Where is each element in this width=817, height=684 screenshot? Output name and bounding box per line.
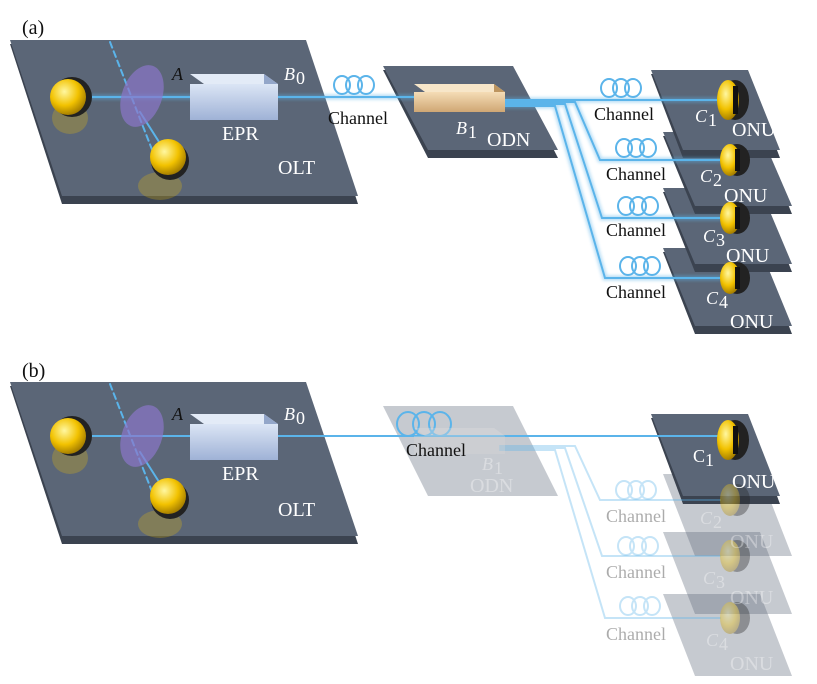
svg-text:B: B	[456, 118, 467, 138]
onu-1-label-b: ONU	[732, 471, 776, 493]
svg-text:C: C	[703, 568, 716, 588]
svg-text:B: B	[284, 404, 295, 424]
coil-branch-2-b	[615, 480, 657, 500]
onu-1-port-label-a: C 1	[695, 106, 717, 130]
svg-text:2: 2	[713, 512, 722, 532]
svg-text:B: B	[482, 454, 493, 474]
odn-label-a: ODN	[487, 129, 530, 151]
epr-label-a: EPR	[222, 123, 259, 145]
svg-text:3: 3	[716, 230, 725, 250]
branch-4-channel-label-b: Channel	[606, 624, 666, 644]
svg-text:1: 1	[494, 458, 503, 478]
port-a-label-a: A	[171, 64, 184, 84]
onu-board-4-b	[663, 594, 792, 676]
svg-text:C: C	[706, 630, 719, 650]
epr-label-b: EPR	[222, 463, 259, 485]
detector-onu-2-b	[720, 484, 750, 516]
svg-text:C: C	[693, 446, 705, 466]
branch-3-channel-label-b: Channel	[606, 562, 666, 582]
detector-bottom-a	[138, 139, 189, 200]
onu-3-port-label-b: C 3	[703, 568, 725, 592]
coil-branch-3-b	[617, 536, 659, 556]
onu-4-port-label-a: C 4	[706, 288, 728, 312]
onu-3-port-label-a: C 3	[703, 226, 725, 250]
onu-3-label-a: ONU	[726, 245, 770, 267]
port-a-label-b: A	[171, 404, 184, 424]
detector-onu-3-b	[720, 540, 750, 572]
coil-trunk-b	[396, 411, 452, 437]
coil-branch-1-a	[600, 78, 642, 98]
coil-branch-4-b	[619, 596, 661, 616]
port-b0-label-a: B 0	[284, 64, 305, 88]
fibers-a	[67, 41, 723, 281]
epr-source-a	[190, 74, 278, 120]
svg-text:C: C	[700, 508, 713, 528]
detector-onu-1-b	[717, 420, 749, 460]
olt-label-b: OLT	[278, 499, 315, 521]
coil-trunk-a	[333, 75, 375, 95]
svg-text:C: C	[706, 288, 719, 308]
onu-3-label-b: ONU	[730, 587, 774, 609]
panel-b-tag: (b)	[22, 360, 45, 382]
onu-2-port-label-b: C 2	[700, 508, 722, 532]
branch-2-channel-label-b: Channel	[606, 506, 666, 526]
detector-onu-3-a	[720, 202, 750, 234]
odn-splitter-b	[414, 428, 505, 454]
branch-1-channel-label-a: Channel	[594, 104, 654, 124]
onu-board-3-b	[663, 532, 792, 614]
svg-text:C: C	[700, 166, 713, 186]
svg-text:2: 2	[713, 170, 722, 190]
detector-left-a	[50, 77, 92, 134]
svg-text:3: 3	[716, 572, 725, 592]
detector-onu-1-a	[717, 80, 749, 120]
detector-onu-2-a	[720, 144, 750, 176]
onu-4-label-b: ONU	[730, 653, 774, 675]
branch-2-channel-label-a: Channel	[606, 164, 666, 184]
epr-source-b	[190, 414, 278, 460]
onu-2-label-a: ONU	[724, 185, 768, 207]
coil-branch-3-a	[617, 196, 659, 216]
trunk-channel-label-a: Channel	[328, 108, 388, 128]
svg-text:C: C	[703, 226, 716, 246]
svg-text:1: 1	[705, 450, 714, 470]
onu-2-port-label-a: C 2	[700, 166, 722, 190]
onu-1-port-label-b: C 1	[693, 446, 714, 470]
svg-text:C: C	[695, 106, 708, 126]
onu-4-label-a: ONU	[730, 311, 774, 333]
branch-4-channel-label-a: Channel	[606, 282, 666, 302]
detector-onu-4-b	[720, 602, 750, 634]
odn-splitter-a	[414, 84, 505, 112]
odn-port-label-b: B 1	[482, 454, 503, 478]
svg-text:1: 1	[468, 122, 477, 142]
panel-a: (a)	[10, 17, 792, 334]
odn-label-b: ODN	[470, 475, 513, 497]
branch-3-channel-label-a: Channel	[606, 220, 666, 240]
coil-branch-4-a	[619, 256, 661, 276]
onu-1-label-a: ONU	[732, 119, 776, 141]
port-b0-label-b: B 0	[284, 404, 305, 428]
detector-onu-4-a	[720, 262, 750, 294]
svg-text:B: B	[284, 64, 295, 84]
olt-label-a: OLT	[278, 157, 315, 179]
svg-text:1: 1	[708, 110, 717, 130]
coil-branch-2-a	[615, 138, 657, 158]
beam-splitter-b	[120, 405, 164, 467]
svg-text:4: 4	[719, 292, 728, 312]
svg-text:4: 4	[719, 634, 728, 654]
onu-2-label-b: ONU	[730, 531, 774, 553]
trunk-channel-label-b: Channel	[406, 440, 466, 460]
detector-left-b	[50, 416, 92, 474]
panel-b: (b)	[10, 360, 792, 676]
odn-board-b	[383, 406, 558, 496]
onu-4-port-label-b: C 4	[706, 630, 728, 654]
beam-splitter-a	[120, 65, 164, 127]
panel-a-tag: (a)	[22, 17, 44, 39]
svg-text:0: 0	[296, 68, 305, 88]
odn-port-label-a: B 1	[456, 118, 477, 142]
detector-bottom-b	[138, 478, 189, 538]
svg-text:0: 0	[296, 408, 305, 428]
